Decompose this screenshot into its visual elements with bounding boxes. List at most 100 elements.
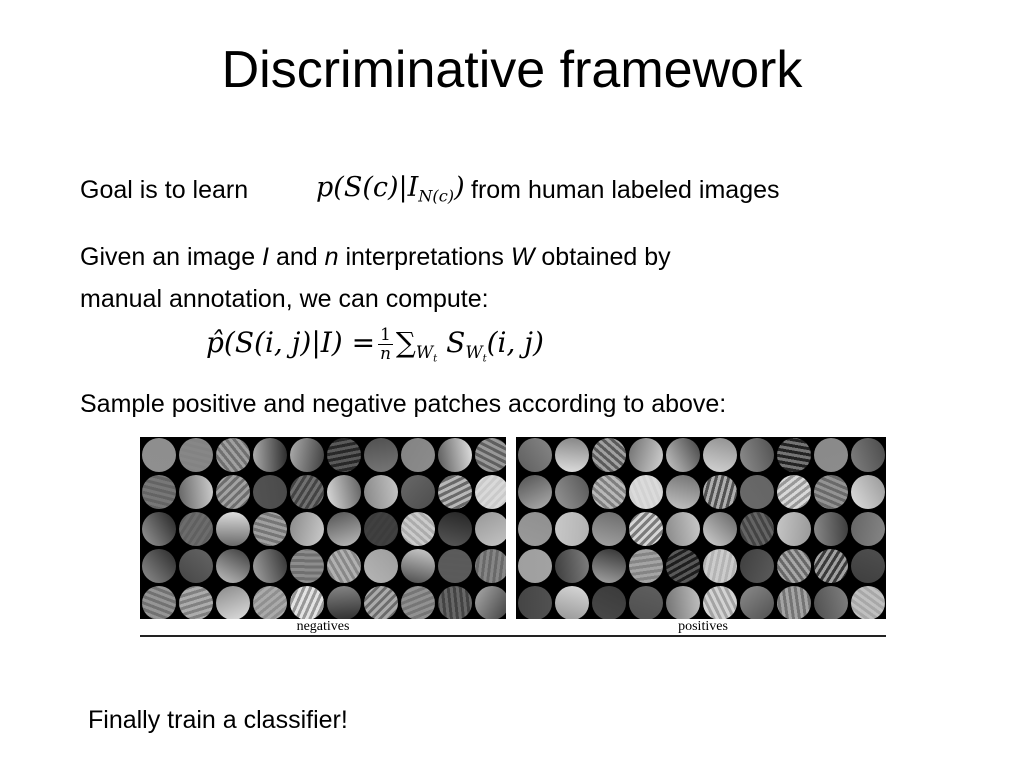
negative-patch	[290, 586, 324, 619]
negative-patch	[364, 438, 398, 472]
positive-patch	[518, 438, 552, 472]
positive-patch	[814, 438, 848, 472]
final-text: Finally train a classifier!	[88, 706, 348, 734]
negative-patch	[253, 586, 287, 619]
given-var-i: I	[262, 243, 269, 271]
negative-patch	[364, 549, 398, 583]
positive-patch	[814, 586, 848, 619]
given-var-w: W	[510, 243, 535, 271]
positive-patch	[666, 512, 700, 546]
negative-patch	[290, 475, 324, 509]
positive-patch	[777, 549, 811, 583]
positive-patch	[666, 549, 700, 583]
negative-patch	[216, 586, 250, 619]
goal-prefix: Goal is to learn	[80, 176, 249, 204]
positive-patch	[777, 512, 811, 546]
given-line-1: Given an image I and n interpretations W…	[80, 241, 671, 273]
negative-patch	[142, 475, 176, 509]
term-sub: W	[465, 341, 483, 362]
positive-patch	[777, 586, 811, 619]
positive-patch	[851, 438, 885, 472]
negative-patch	[364, 512, 398, 546]
negative-patch	[327, 586, 361, 619]
negative-patch	[475, 586, 506, 619]
negative-patch	[475, 475, 506, 509]
negative-patch	[253, 438, 287, 472]
negative-patch	[290, 512, 324, 546]
negative-patch	[253, 475, 287, 509]
positive-patch	[666, 586, 700, 619]
sample-text: Sample positive and negative patches acc…	[80, 390, 727, 418]
positive-patch	[518, 512, 552, 546]
given-text-b: and	[269, 243, 325, 271]
positive-patch	[518, 475, 552, 509]
positive-patch	[555, 549, 589, 583]
positive-patch	[629, 586, 663, 619]
negative-patch	[216, 549, 250, 583]
negative-patch	[364, 586, 398, 619]
positive-patch	[592, 549, 626, 583]
positive-patch	[555, 586, 589, 619]
positive-patch	[851, 475, 885, 509]
positive-patch	[777, 475, 811, 509]
negative-patch	[142, 512, 176, 546]
given-line-2: manual annotation, we can compute:	[80, 285, 489, 313]
negative-patch	[216, 512, 250, 546]
negative-patch	[179, 549, 213, 583]
figure-rule	[140, 635, 886, 637]
negative-patch	[290, 438, 324, 472]
negative-patch	[327, 438, 361, 472]
positive-patch	[592, 586, 626, 619]
negative-patch	[401, 549, 435, 583]
positive-patch	[555, 438, 589, 472]
positive-patch	[629, 475, 663, 509]
positive-patch	[629, 512, 663, 546]
positive-patch	[814, 549, 848, 583]
negative-patch	[142, 586, 176, 619]
negative-patch	[401, 586, 435, 619]
positive-patch	[740, 586, 774, 619]
positive-patch	[592, 438, 626, 472]
negative-patch	[253, 512, 287, 546]
goal-formula-sub: N(c)	[418, 186, 455, 206]
positive-patch	[851, 512, 885, 546]
positive-patch	[851, 549, 885, 583]
positive-patch	[814, 475, 848, 509]
positive-patch	[592, 512, 626, 546]
negative-patch	[179, 512, 213, 546]
negative-patch	[179, 438, 213, 472]
negative-patch	[179, 586, 213, 619]
positive-patch	[740, 438, 774, 472]
term-sub-t: t	[482, 353, 487, 365]
positive-patch	[740, 475, 774, 509]
negative-patch	[438, 549, 472, 583]
negative-patch	[142, 549, 176, 583]
goal-formula: p(S(c)|IN(c))	[316, 172, 465, 206]
negative-patch	[401, 475, 435, 509]
formula-sum: ∑	[395, 326, 416, 359]
goal-suffix: from human labeled images	[471, 176, 780, 204]
fraction-denominator: n	[380, 343, 391, 363]
positive-patch	[703, 512, 737, 546]
negatives-caption: negatives	[296, 619, 350, 634]
positives-panel	[516, 437, 886, 619]
negative-patch	[475, 512, 506, 546]
negative-patch	[179, 475, 213, 509]
negative-patch	[475, 438, 506, 472]
given-text-c: interpretations	[338, 243, 511, 271]
positive-patch	[740, 512, 774, 546]
sum-sub-t: t	[433, 353, 438, 365]
negative-patch	[327, 475, 361, 509]
negative-patch	[290, 549, 324, 583]
negatives-panel	[140, 437, 506, 619]
positive-patch	[851, 586, 885, 619]
negative-patch	[253, 549, 287, 583]
negative-patch	[438, 438, 472, 472]
goal-formula-p: p(S(c)|I	[316, 172, 419, 203]
positive-patch	[555, 475, 589, 509]
slide-title: Discriminative framework	[221, 41, 803, 99]
positive-patch	[703, 549, 737, 583]
negative-patch	[216, 475, 250, 509]
